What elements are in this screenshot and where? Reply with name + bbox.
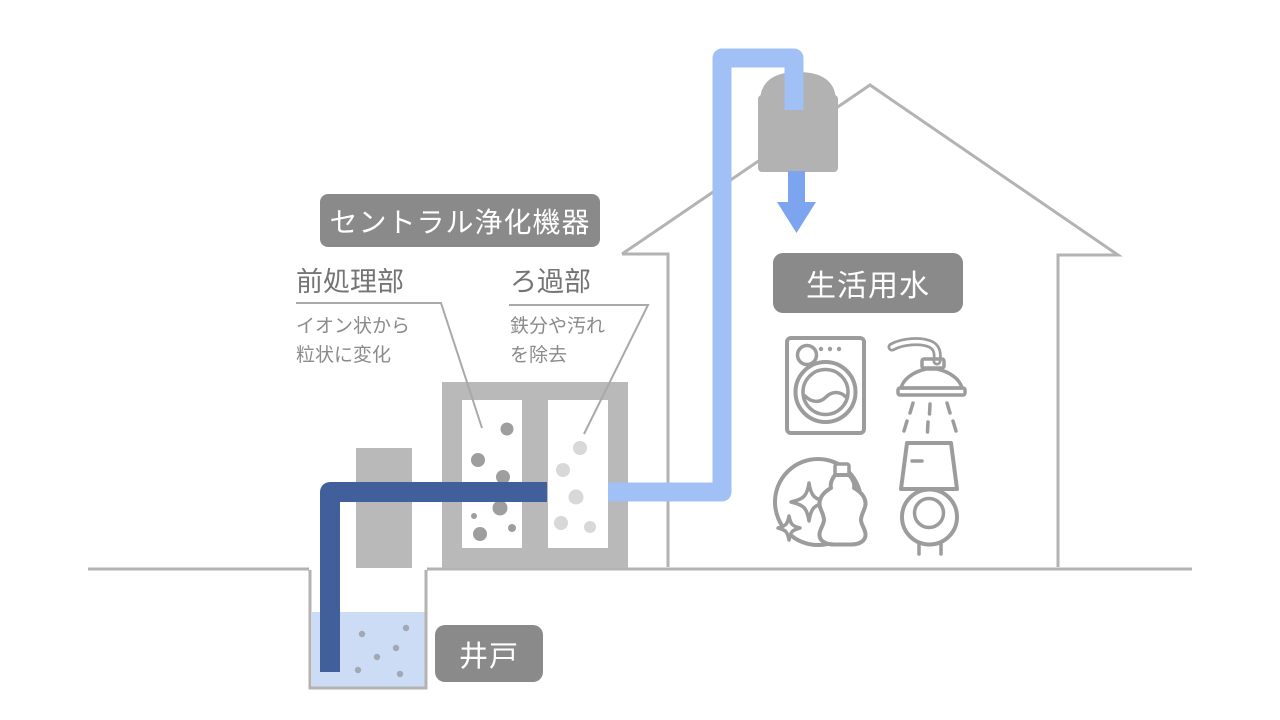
down-arrow-icon — [777, 171, 816, 233]
filtration-description: 鉄分や汚れ を除去 — [510, 316, 606, 366]
shower-icon — [887, 337, 967, 434]
toilet-icon — [899, 441, 959, 556]
pretreatment-description: イオン状から 粒状に変化 — [296, 316, 411, 366]
cleaning-icon — [773, 457, 868, 547]
pretreatment-chamber — [462, 400, 522, 548]
pretreatment-particles — [471, 422, 516, 541]
well-water-particles — [354, 624, 410, 678]
clean-water-pipe — [608, 48, 804, 502]
well-outline — [308, 570, 428, 690]
filtration-particles — [554, 441, 596, 533]
raw-water-pipe — [320, 482, 547, 672]
filtration-heading: ろ過部 — [510, 267, 591, 297]
purification-device — [442, 382, 628, 568]
pillar — [356, 448, 412, 568]
label-leader-lines — [296, 302, 650, 435]
central-purifier-badge: セントラル浄化機器 — [320, 194, 600, 247]
domestic-water-badge: 生活用水 — [773, 253, 963, 313]
pretreatment-heading: 前処理部 — [296, 267, 404, 297]
washing-machine-icon — [785, 336, 866, 435]
well-badge: 井戸 — [435, 625, 543, 682]
